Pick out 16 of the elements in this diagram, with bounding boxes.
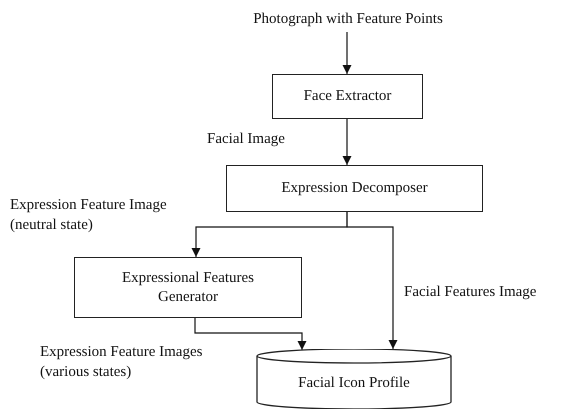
node-text: Photograph with Feature Points	[253, 10, 443, 28]
node-text: Facial Icon Profile	[298, 374, 410, 392]
node-text: Expression Decomposer	[281, 179, 428, 198]
arrow	[194, 318, 306, 350]
edge-label: Expression Feature Images (various states)	[40, 343, 204, 382]
node-text: Expressional Features Generator	[120, 268, 256, 306]
node-text: Face Extractor	[304, 87, 392, 106]
arrow	[346, 212, 398, 349]
process-box	[272, 74, 423, 119]
arrow	[342, 119, 352, 165]
edge-label: Expression Feature Image (neutral state)	[10, 196, 168, 234]
arrow	[342, 32, 352, 74]
process-box	[74, 257, 302, 318]
process-box	[226, 165, 483, 212]
edge-label: Facial Features Image	[404, 283, 536, 302]
edge-label: Facial Image	[207, 130, 285, 149]
